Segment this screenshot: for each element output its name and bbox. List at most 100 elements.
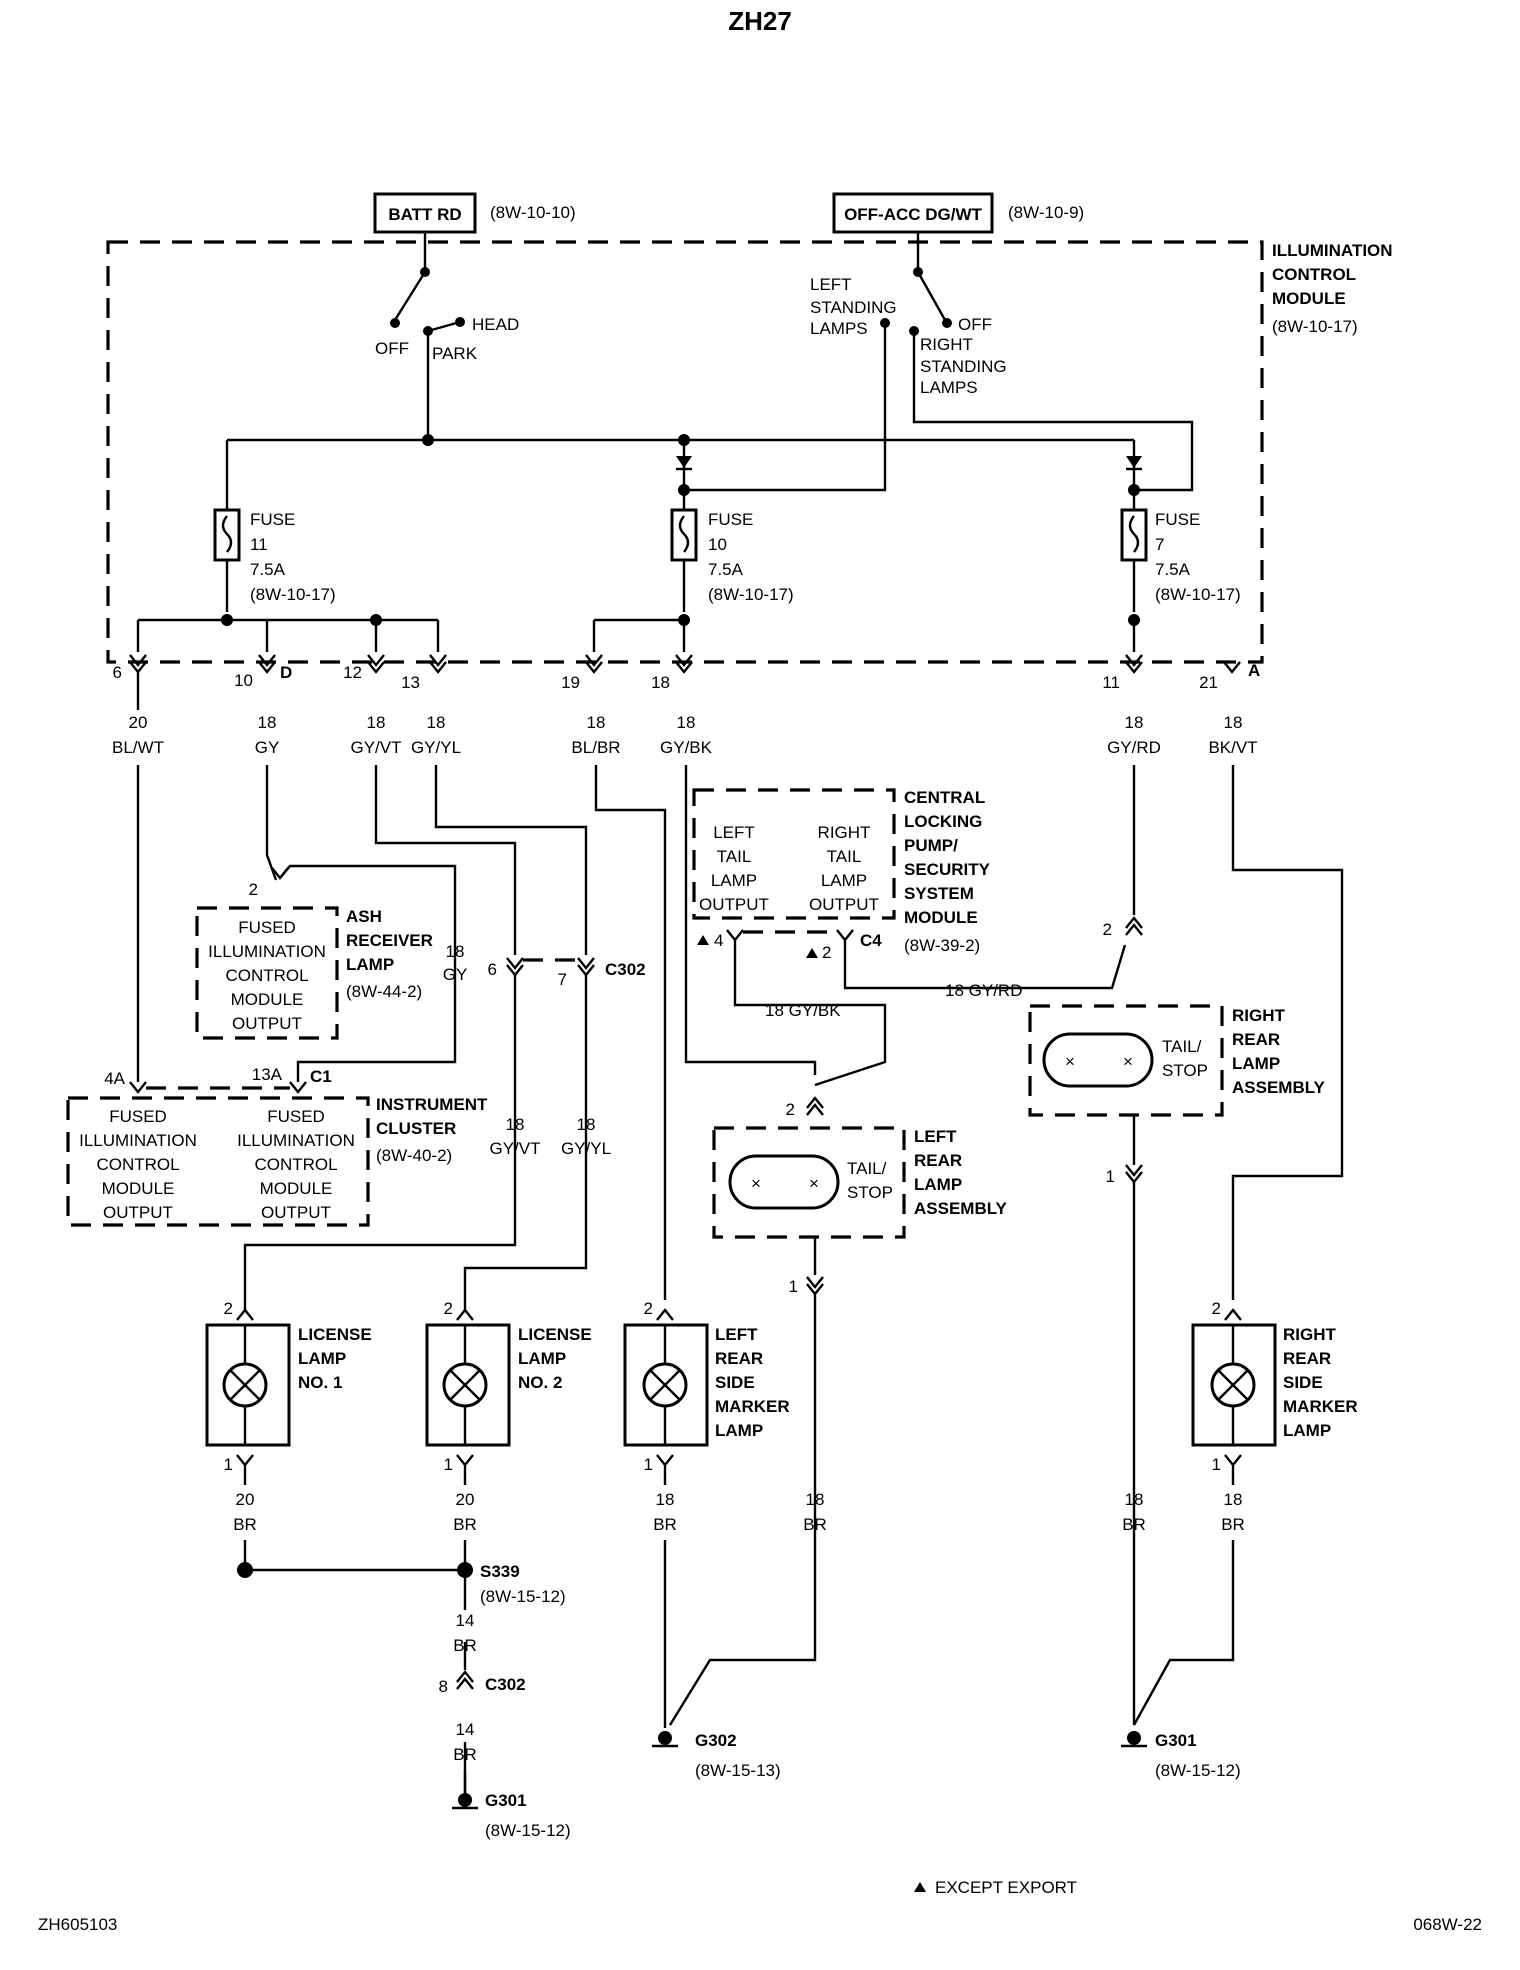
cl-a2: ILLUMINATION: [79, 1131, 197, 1150]
fuse7-label: FUSE: [1155, 510, 1200, 529]
w4-gauge: 18: [427, 713, 446, 732]
lic1-pin-2: 2: [224, 1299, 233, 1318]
cm-name-1: CENTRAL: [904, 788, 985, 807]
ash-pin-2: 2: [249, 880, 258, 899]
w1-color: BL/WT: [112, 738, 164, 757]
lic1-name-3: NO. 1: [298, 1373, 342, 1392]
c4-label: C4: [860, 931, 882, 950]
cm-l3: LAMP: [711, 871, 757, 890]
right-standing-3: LAMPS: [920, 378, 978, 397]
icm-connector-pins: [129, 654, 1241, 674]
right-standing-2: STANDING: [920, 357, 1007, 376]
s339-label: S339: [480, 1562, 520, 1581]
rr-gnd-color: BR: [1122, 1515, 1146, 1534]
lsm-pin-1: 1: [644, 1455, 653, 1474]
fuse10-splice: [678, 484, 690, 496]
lr-name-2: REAR: [914, 1151, 962, 1170]
rr-name-1: RIGHT: [1232, 1006, 1286, 1025]
pin-13: 13: [401, 673, 420, 692]
ash-name-3: LAMP: [346, 955, 394, 974]
switch2-off-contact: [942, 318, 952, 328]
cl-a1: FUSED: [109, 1107, 167, 1126]
illumination-control-module-border: [106, 240, 1264, 664]
lsm-gnd-gauge: 18: [656, 1490, 675, 1509]
ash-name-1: ASH: [346, 907, 382, 926]
switch1-blade: [393, 271, 427, 321]
lic2-name-2: LAMP: [518, 1349, 566, 1368]
footer-left-code: ZH605103: [38, 1915, 117, 1934]
rsm-name-3: SIDE: [1283, 1373, 1323, 1392]
ash-wire-gauge: 18: [446, 942, 465, 961]
ash-i2: ILLUMINATION: [208, 942, 326, 961]
ash-receiver-module: [195, 906, 339, 1040]
park-head-link: [427, 320, 461, 333]
batt-source-label: BATT RD: [388, 205, 461, 224]
w8-gauge: 18: [1224, 713, 1243, 732]
lic1-gnd-gauge: 20: [236, 1490, 255, 1509]
pin-21: 21: [1199, 673, 1218, 692]
left-standing-1: LEFT: [810, 275, 852, 294]
fuse7-ref: (8W-10-17): [1155, 585, 1241, 604]
rr-name-3: LAMP: [1232, 1054, 1280, 1073]
pin-19: 19: [561, 673, 580, 692]
g302-label: G302: [695, 1731, 737, 1750]
right-rear-bulb: [1042, 1032, 1154, 1088]
c4-left-wire: [733, 940, 887, 1087]
cm-r4: OUTPUT: [809, 895, 879, 914]
ash-wire-color: GY: [443, 965, 468, 984]
s14b-color: BR: [453, 1745, 477, 1764]
lic2-gnd-gauge: 20: [456, 1490, 475, 1509]
w3-gauge: 18: [367, 713, 386, 732]
s14b-gauge: 14: [456, 1720, 475, 1739]
gyyl-wire: [434, 765, 588, 955]
cl-a3: CONTROL: [96, 1155, 179, 1174]
cl-b3: CONTROL: [254, 1155, 337, 1174]
rsm-name-4: MARKER: [1283, 1397, 1358, 1416]
rsm-name-1: RIGHT: [1283, 1325, 1337, 1344]
g301b-ref: (8W-15-12): [1155, 1761, 1241, 1780]
rr-gnd-gauge: 18: [1125, 1490, 1144, 1509]
central-locking-module: [692, 788, 896, 920]
ash-i5: OUTPUT: [232, 1014, 302, 1033]
lr-pin-2: 2: [786, 1100, 795, 1119]
lr-gnd-color: BR: [803, 1515, 827, 1534]
svg-text:×: ×: [809, 1174, 819, 1193]
cm-name-6: MODULE: [904, 908, 978, 927]
fuse10-ref: (8W-10-17): [708, 585, 794, 604]
c1-pin-13a: 13A: [252, 1065, 283, 1084]
lr-name-4: ASSEMBLY: [914, 1199, 1008, 1218]
pin-12: 12: [343, 663, 362, 682]
svg-text:×: ×: [1065, 1052, 1075, 1071]
switch2-blade: [916, 271, 947, 321]
ash-return-wire: [279, 864, 457, 1082]
c302-label: C302: [605, 960, 646, 979]
page-title: ZH27: [728, 6, 792, 36]
pin-18: 18: [651, 673, 670, 692]
c1-pin-4a: 4A: [104, 1069, 125, 1088]
switch1-off-label: OFF: [375, 339, 409, 358]
left-standing-2: STANDING: [810, 298, 897, 317]
w4-color: GY/YL: [411, 738, 461, 757]
lic2-pin-1: 1: [444, 1455, 453, 1474]
cl-a4: MODULE: [102, 1179, 175, 1198]
ground-g302-icon: [658, 1731, 672, 1745]
lic1-pin-1: 1: [224, 1455, 233, 1474]
lic2-name-3: NO. 2: [518, 1373, 562, 1392]
rsm-gnd-color: BR: [1221, 1515, 1245, 1534]
lic1-name-1: LICENSE: [298, 1325, 372, 1344]
cm-r2: TAIL: [827, 847, 862, 866]
ash-i4: MODULE: [231, 990, 304, 1009]
except-export-icon: [914, 1882, 926, 1892]
rr-name-4: ASSEMBLY: [1232, 1078, 1326, 1097]
pin-10: 10: [234, 671, 253, 690]
ash-i1: FUSED: [238, 918, 296, 937]
rsm-gnd-gauge: 18: [1224, 1490, 1243, 1509]
fuse-10: [670, 508, 698, 562]
c4-pin-4: 4: [714, 931, 723, 950]
lsm-name-3: SIDE: [715, 1373, 755, 1392]
fuse-7: [1120, 508, 1148, 562]
fuse10-num: 10: [708, 535, 727, 554]
fuse-11: [213, 508, 241, 562]
cm-l1: LEFT: [713, 823, 755, 842]
